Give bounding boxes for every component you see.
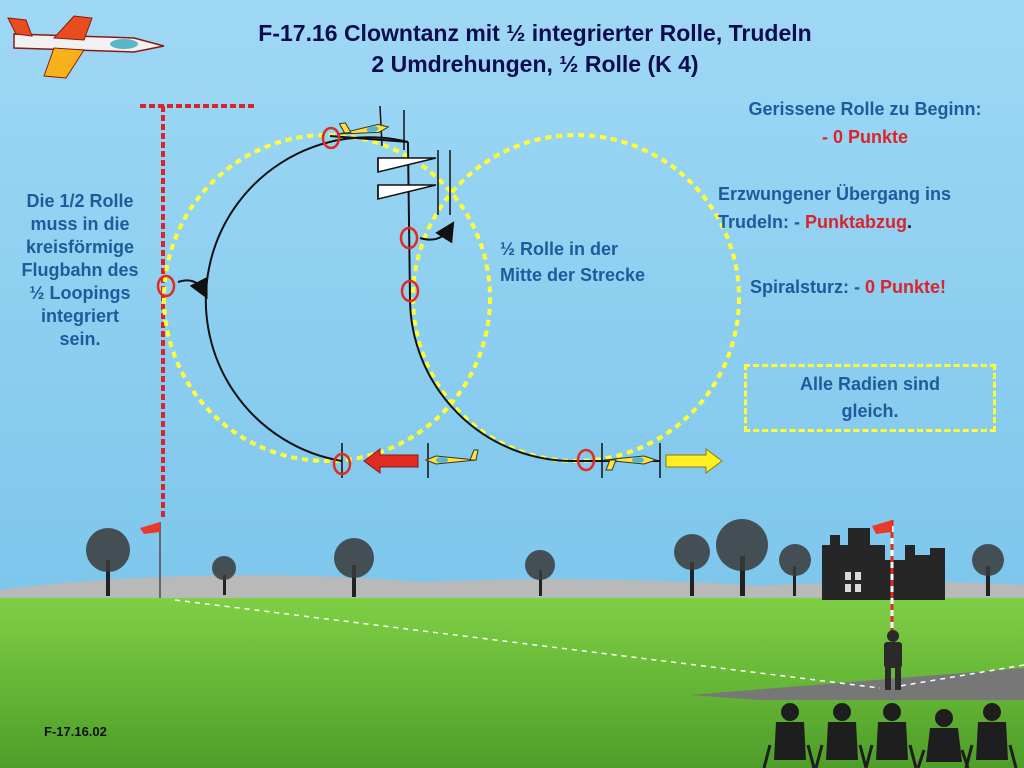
radii-line: Alle Radien sind: [799, 374, 941, 394]
forced-line-2: Trudeln: - Punktabzug.: [718, 208, 1024, 236]
model-plane-icon: [338, 122, 390, 135]
flag-icon: [872, 520, 894, 640]
tree-icon: [525, 550, 555, 596]
title-line-2: 2 Umdrehungen, ½ Rolle (K 4): [371, 51, 699, 77]
marker-circle-icon: [156, 126, 596, 476]
figure-code: F-17.16.02: [44, 724, 107, 739]
sight-line-2: [899, 664, 1024, 687]
tree-icon: [86, 528, 130, 596]
note-line: muss in die: [30, 214, 130, 234]
equal-radii-box: Alle Radien sind gleich.: [744, 364, 996, 432]
snap-roll-note: Gerissene Rolle zu Beginn: - 0 Punkte: [700, 95, 1024, 151]
note-line: Mitte der Strecke: [500, 265, 646, 285]
spectator-icon: [864, 703, 918, 768]
tree-icon: [674, 534, 710, 596]
roll-arrow-icon: [419, 221, 455, 244]
note-line: Die 1/2 Rolle: [26, 191, 134, 211]
model-plane-icon: [424, 449, 479, 465]
half-roll-midline-note: ½ Rolle in der Mitte der Strecke: [500, 236, 700, 288]
flight-path-vertical: [407, 142, 660, 463]
sky: [0, 0, 1024, 600]
direction-arrow-icon: [665, 448, 723, 474]
reference-circle-left: [162, 133, 492, 463]
spiral-prefix: Spiralsturz: -: [750, 277, 866, 297]
forced-spin-note: Erzwungener Übergang ins Trudeln: - Punk…: [718, 180, 1024, 236]
note-line: integriert: [40, 306, 119, 326]
aerobatic-plane-icon: [7, 15, 165, 79]
castle-icon: [822, 528, 945, 600]
title-line-1: F-17.16 Clowntanz mit ½ integrierter Rol…: [258, 20, 812, 46]
direction-arrow-icon: [363, 448, 419, 474]
forced-penalty: Punktabzug: [805, 212, 907, 232]
model-plane-icon: [603, 455, 658, 471]
note-line: ½ Rolle in der: [500, 239, 619, 259]
tree-icon: [972, 544, 1004, 596]
snap-roll-title: Gerissene Rolle zu Beginn:: [748, 99, 982, 119]
half-roll-integration-note: Die 1/2 Rolle muss in die kreisförmige F…: [2, 190, 158, 351]
tree-icon: [779, 544, 811, 596]
forced-suffix: .: [907, 212, 913, 232]
spiral-dive-note: Spiralsturz: - 0 Punkte!: [750, 274, 1024, 300]
radii-line: gleich.: [841, 401, 899, 421]
roll-arrow-icon: [177, 276, 208, 300]
flight-path-loop: [204, 136, 409, 462]
sight-line: [174, 599, 881, 689]
flight-path-entry: [329, 135, 409, 143]
pilot-icon: [884, 630, 902, 690]
spectator-icon: [964, 703, 1018, 768]
note-line: ½ Loopings: [29, 283, 131, 303]
spiral-value: 0 Punkte!: [865, 277, 947, 297]
note-line: Flugbahn des: [21, 260, 139, 280]
forced-line-1: Erzwungener Übergang ins: [718, 184, 952, 204]
note-line: kreisförmige: [25, 237, 135, 257]
tree-icon: [212, 556, 236, 595]
spectator-icon: [762, 703, 816, 768]
tree-icon: [716, 519, 768, 596]
spin-indicator: [377, 150, 451, 215]
page-title: F-17.16 Clowntanz mit ½ integrierter Rol…: [150, 18, 920, 80]
flag-icon: [140, 522, 161, 598]
spectator-icon: [814, 703, 868, 768]
runway: [690, 668, 1024, 700]
tree-icon: [334, 538, 374, 597]
snap-roll-value: - 0 Punkte: [821, 127, 909, 147]
forced-prefix: Trudeln: -: [718, 212, 805, 232]
note-line: sein.: [59, 329, 101, 349]
